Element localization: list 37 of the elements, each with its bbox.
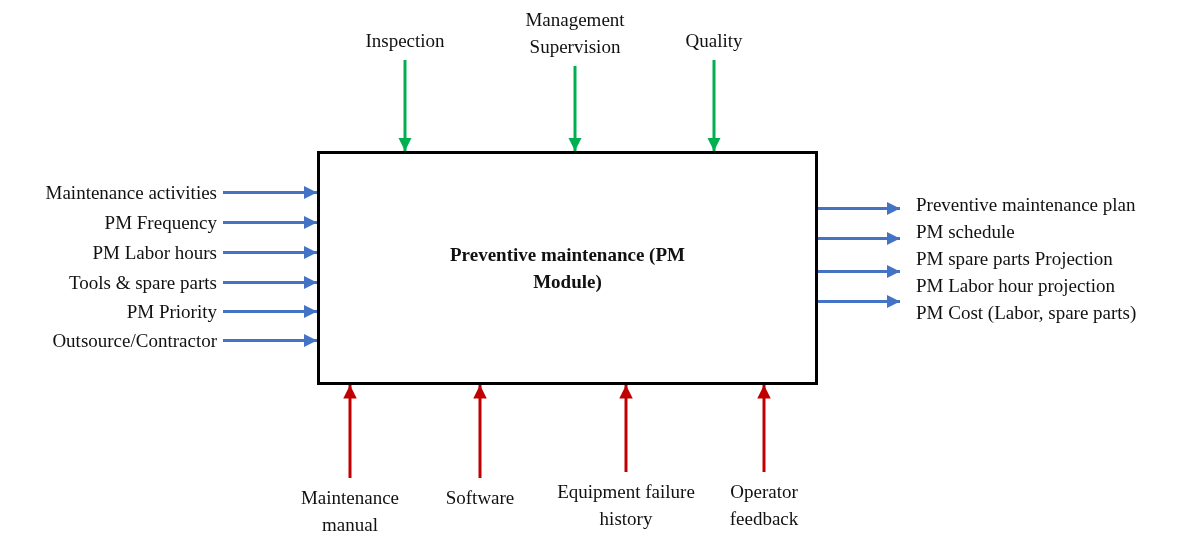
arrow bbox=[223, 215, 317, 230]
flow-label: Quality bbox=[678, 27, 750, 54]
arrow bbox=[473, 385, 487, 478]
arrow bbox=[343, 385, 357, 478]
flow-label: Management Supervision bbox=[510, 6, 640, 60]
process-box bbox=[317, 151, 818, 385]
arrow bbox=[568, 66, 582, 151]
flow-label: PM Frequency bbox=[80, 209, 217, 236]
arrow bbox=[818, 294, 900, 309]
flow-label: PM schedule bbox=[916, 218, 1036, 245]
flow-label: Software bbox=[438, 484, 522, 511]
flow-label: Inspection bbox=[357, 27, 453, 54]
flow-label: Preventive maintenance plan bbox=[916, 191, 1181, 218]
arrow bbox=[707, 60, 721, 151]
flow-label: Maintenance activities bbox=[8, 179, 217, 206]
arrow bbox=[223, 333, 317, 348]
arrow bbox=[223, 185, 317, 200]
flow-label: Outsource/Contractor bbox=[14, 327, 217, 354]
arrow bbox=[818, 264, 900, 279]
flow-label: PM Cost (Labor, spare parts) bbox=[916, 301, 1137, 325]
flow-label: PM Priority bbox=[100, 298, 217, 325]
arrow bbox=[818, 201, 900, 216]
flow-label: PM Labor hours bbox=[80, 239, 217, 266]
arrow bbox=[223, 304, 317, 319]
arrow bbox=[757, 385, 771, 472]
arrow bbox=[223, 245, 317, 260]
flow-label: Equipment failure history bbox=[540, 478, 712, 532]
flow-label: PM spare parts Projection bbox=[916, 245, 1156, 272]
arrow bbox=[619, 385, 633, 472]
flow-label: Maintenance manual bbox=[286, 484, 414, 536]
arrow bbox=[818, 231, 900, 246]
flow-label: PM Labor hour projection bbox=[916, 272, 1156, 299]
arrow bbox=[398, 60, 412, 151]
process-title: Preventive maintenance (PM Module) bbox=[449, 243, 686, 294]
flow-label: Tools & spare parts bbox=[36, 269, 217, 296]
arrow bbox=[223, 275, 317, 290]
flow-label: Operator feedback bbox=[716, 478, 812, 532]
